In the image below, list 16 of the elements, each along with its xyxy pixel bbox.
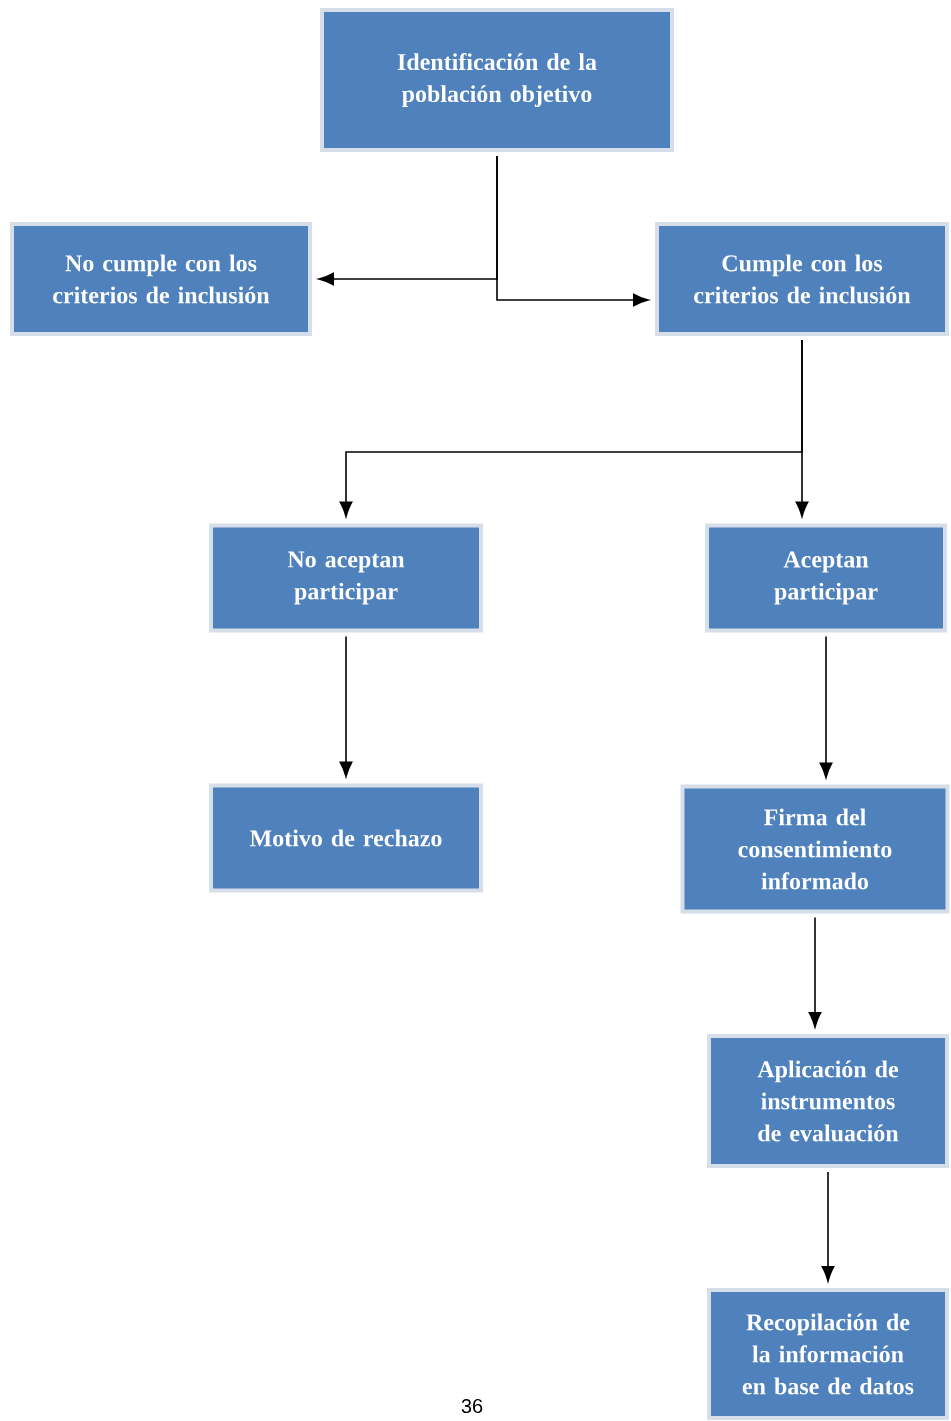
process-box: No aceptan participar <box>209 523 483 633</box>
process-box: Identificación de la población objetivo <box>320 8 674 152</box>
arrow <box>496 155 649 307</box>
arrow <box>339 635 353 778</box>
process-box: Aceptan participar <box>705 523 947 633</box>
page-number: 36 <box>461 1398 483 1414</box>
arrow <box>808 916 822 1028</box>
process-box: No cumple con los criterios de inclusión <box>10 222 312 336</box>
arrow <box>821 1171 835 1282</box>
process-box: Cumple con los criterios de inclusión <box>655 222 949 336</box>
arrow <box>795 339 809 518</box>
process-box: Aplicación de instrumentos de evaluación <box>707 1034 949 1168</box>
process-box: Firma del consentimiento informado <box>680 784 950 914</box>
process-box: Recopilación de la información en base de datos <box>707 1288 949 1420</box>
process-box: Motivo de rechazo <box>209 783 483 893</box>
arrow <box>819 635 833 779</box>
